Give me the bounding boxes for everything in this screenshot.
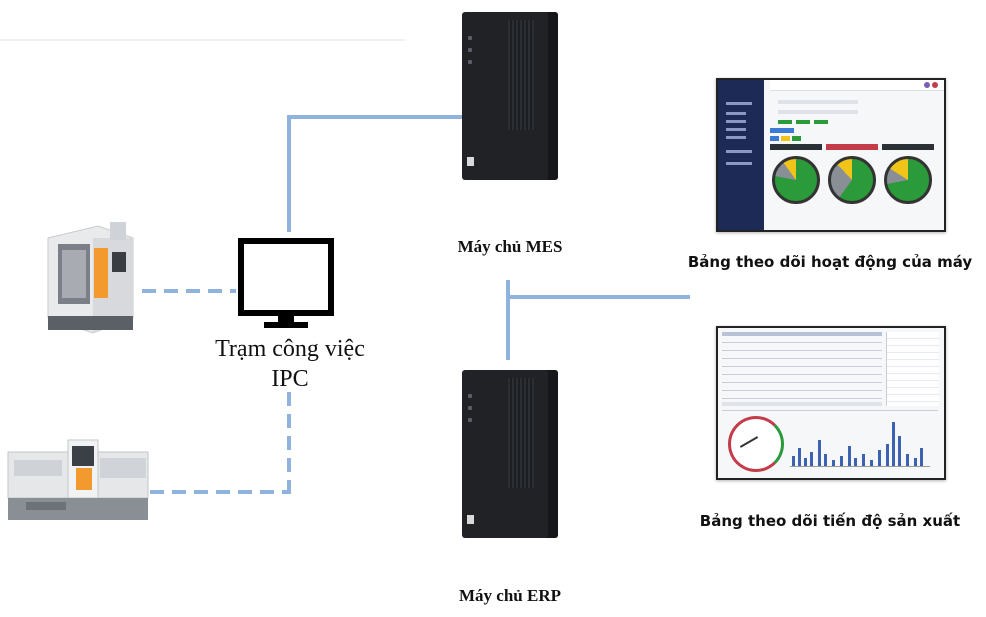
mes-server-tower-icon xyxy=(462,12,558,180)
machine-monitor-dashboard-icon xyxy=(716,78,946,232)
gauge-icon xyxy=(728,416,784,472)
injection-molding-machine-icon xyxy=(6,432,152,524)
machine-monitor-label: Bảng theo dõi hoạt động của máy xyxy=(687,253,973,271)
erp-server-tower-icon xyxy=(462,370,558,538)
ipc-label-line1: Trạm công việc xyxy=(215,336,365,362)
ipc-label: Trạm công việc IPC xyxy=(200,334,380,394)
production-monitor-dashboard-icon xyxy=(716,326,946,480)
production-monitor-label: Bảng theo dõi tiến độ sản xuất xyxy=(699,512,961,530)
bar-chart-icon xyxy=(790,420,930,467)
monitor-icon xyxy=(238,238,334,330)
pie-chart-icon xyxy=(884,156,932,204)
pie-chart-icon xyxy=(772,156,820,204)
erp-server-label: Máy chủ ERP xyxy=(459,586,561,605)
pie-chart-icon xyxy=(828,156,876,204)
cnc-machine-icon xyxy=(38,208,138,338)
mes-server-label: Máy chủ MES xyxy=(457,237,563,256)
ipc-label-line2: IPC xyxy=(271,366,309,392)
